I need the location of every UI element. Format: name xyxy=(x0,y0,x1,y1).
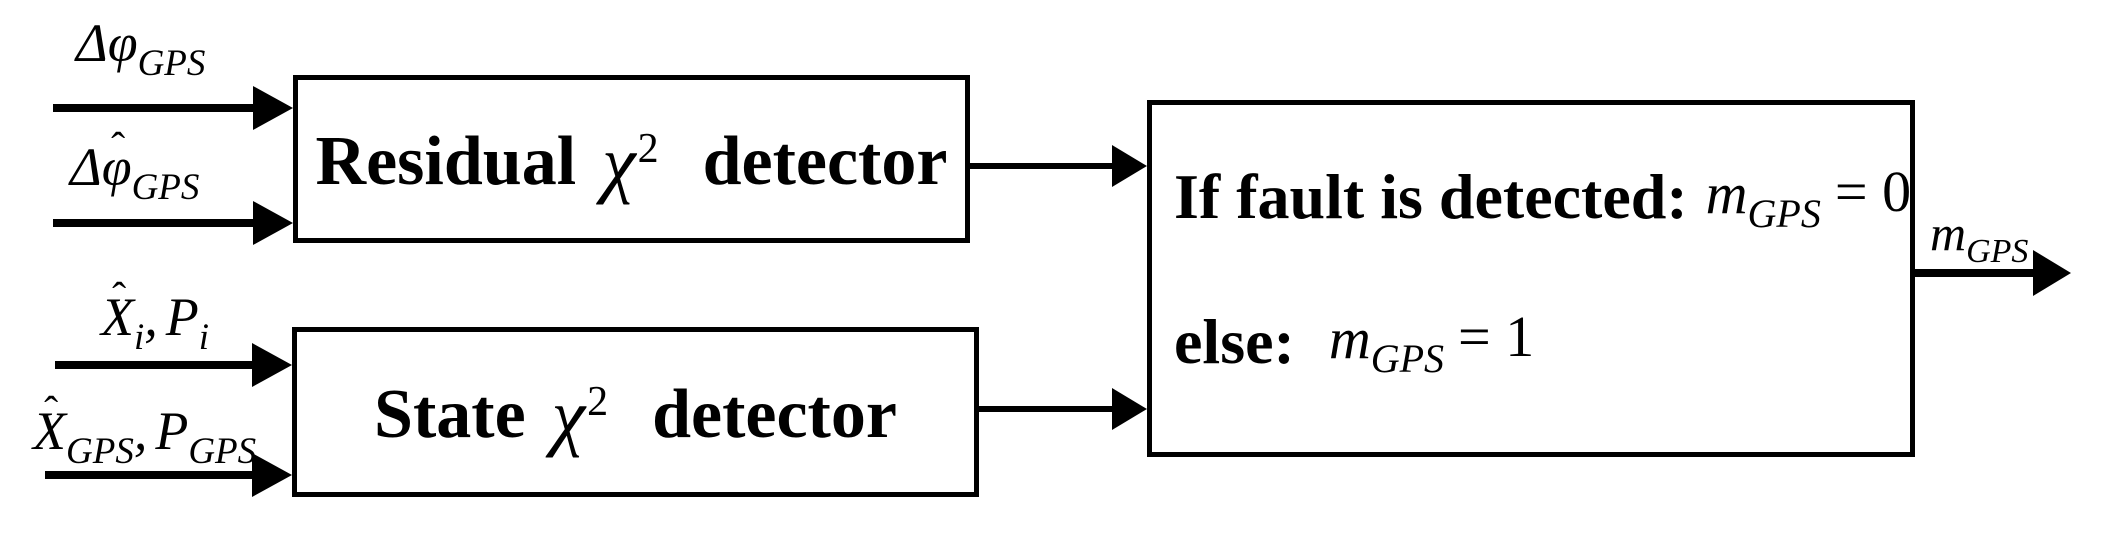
arrow-head xyxy=(1112,145,1147,187)
decision-box xyxy=(1147,100,1915,457)
arrow-head xyxy=(2033,250,2071,296)
delta-symbol: Δ xyxy=(70,137,102,197)
equals-value: = 1 xyxy=(1458,304,1535,369)
gps-subscript: GPS xyxy=(1370,336,1445,381)
detector-word: detector xyxy=(652,376,897,453)
i-subscript: i xyxy=(134,317,145,358)
delta-symbol: Δ xyxy=(76,13,108,73)
m-symbol: m xyxy=(1328,306,1371,371)
detector-word: detector xyxy=(702,123,948,200)
arrow-head xyxy=(253,86,293,130)
chi-exponent: 2 xyxy=(637,126,659,173)
arrow-line xyxy=(53,104,255,112)
arrow-head xyxy=(1112,388,1147,430)
m-symbol: m xyxy=(1930,205,1967,261)
arrow-line xyxy=(968,163,1114,169)
if-fault-detected-text: If fault is detected: xyxy=(1174,161,1688,232)
arrow-line xyxy=(1915,269,2035,277)
arrow-head xyxy=(253,201,293,245)
residual-word: Residual xyxy=(315,123,577,200)
hat-accent: ˆ xyxy=(111,124,126,172)
arrow-head xyxy=(252,343,292,387)
else-text: else: xyxy=(1174,306,1295,377)
arrow-line xyxy=(53,219,255,227)
arrow-line xyxy=(977,406,1114,412)
i-subscript: i xyxy=(198,317,210,358)
p-symbol: P xyxy=(155,401,189,461)
gps-subscript: GPS xyxy=(188,431,257,472)
equals-value: = 0 xyxy=(1834,159,1912,224)
arrow-line xyxy=(55,361,254,369)
arrow-head xyxy=(252,453,292,497)
hat-accent: ˆ xyxy=(112,274,127,322)
chi-symbol: χ xyxy=(602,121,636,205)
hat-accent: ˆ xyxy=(44,388,59,436)
m-symbol: m xyxy=(1705,161,1748,226)
comma: , xyxy=(133,401,148,461)
p-symbol: P xyxy=(165,287,199,347)
gps-subscript: GPS xyxy=(137,43,206,84)
phi-symbol: φ xyxy=(107,13,138,73)
gps-subscript: GPS xyxy=(1747,191,1821,236)
gps-subscript: GPS xyxy=(131,167,200,208)
chi-symbol: χ xyxy=(551,374,586,458)
chi-exponent: 2 xyxy=(587,379,609,426)
gps-subscript: GPS xyxy=(1966,233,2029,270)
comma: , xyxy=(144,287,158,347)
arrow-line xyxy=(45,471,254,479)
gps-subscript: GPS xyxy=(66,431,134,472)
state-word: State xyxy=(374,376,526,453)
